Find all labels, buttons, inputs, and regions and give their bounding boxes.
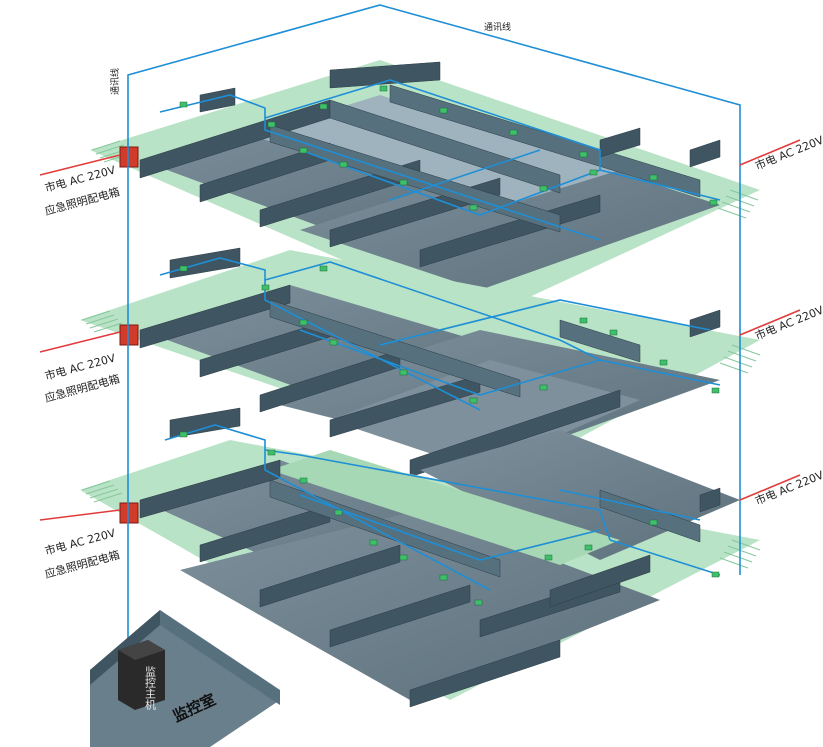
- communication-line: [127, 4, 741, 640]
- floor-1-corridor: [270, 450, 620, 565]
- floor-1-sign-lights: [179, 431, 720, 606]
- floor-1: [80, 407, 761, 708]
- monitor-host: 监控主机: [118, 640, 165, 710]
- monitor-room: 监控主机 监控室: [90, 610, 280, 747]
- floor-3-wiring: [159, 79, 721, 241]
- floor-1-stairs-right: [719, 539, 761, 569]
- mains-label-right-3: 市电 AC 220V: [753, 132, 823, 172]
- floor-1-walls: [139, 407, 721, 708]
- comm-line-label-top: 通讯线: [484, 21, 511, 33]
- floor-2-inner: [330, 360, 640, 470]
- floor-2-sign-lights: [179, 265, 720, 404]
- floor-2-panel-box: [119, 324, 139, 346]
- mains-label-right-1: 市电 AC 220V: [753, 467, 823, 507]
- floor-3-sign-lights: [179, 85, 718, 211]
- floor-1-panel-box: [119, 502, 139, 524]
- floor-3: [90, 60, 760, 320]
- floor-2-stairs-left: [81, 310, 123, 333]
- floor-3-rooms-right: [300, 150, 720, 290]
- comm-line-label-left: 通讯线: [109, 68, 121, 95]
- mains-label-right-2: 市电 AC 220V: [753, 302, 823, 342]
- floor-3-panel-box: [119, 146, 139, 168]
- floor-2-wiring: [159, 257, 721, 411]
- floor-2-walls: [139, 247, 721, 478]
- mains-lines: [39, 139, 801, 521]
- floor-2: [80, 247, 761, 478]
- monitor-host-label: 监控主机: [144, 666, 157, 710]
- floor-2-stairs-right: [719, 344, 761, 374]
- floor-1-stairs-left: [81, 480, 123, 503]
